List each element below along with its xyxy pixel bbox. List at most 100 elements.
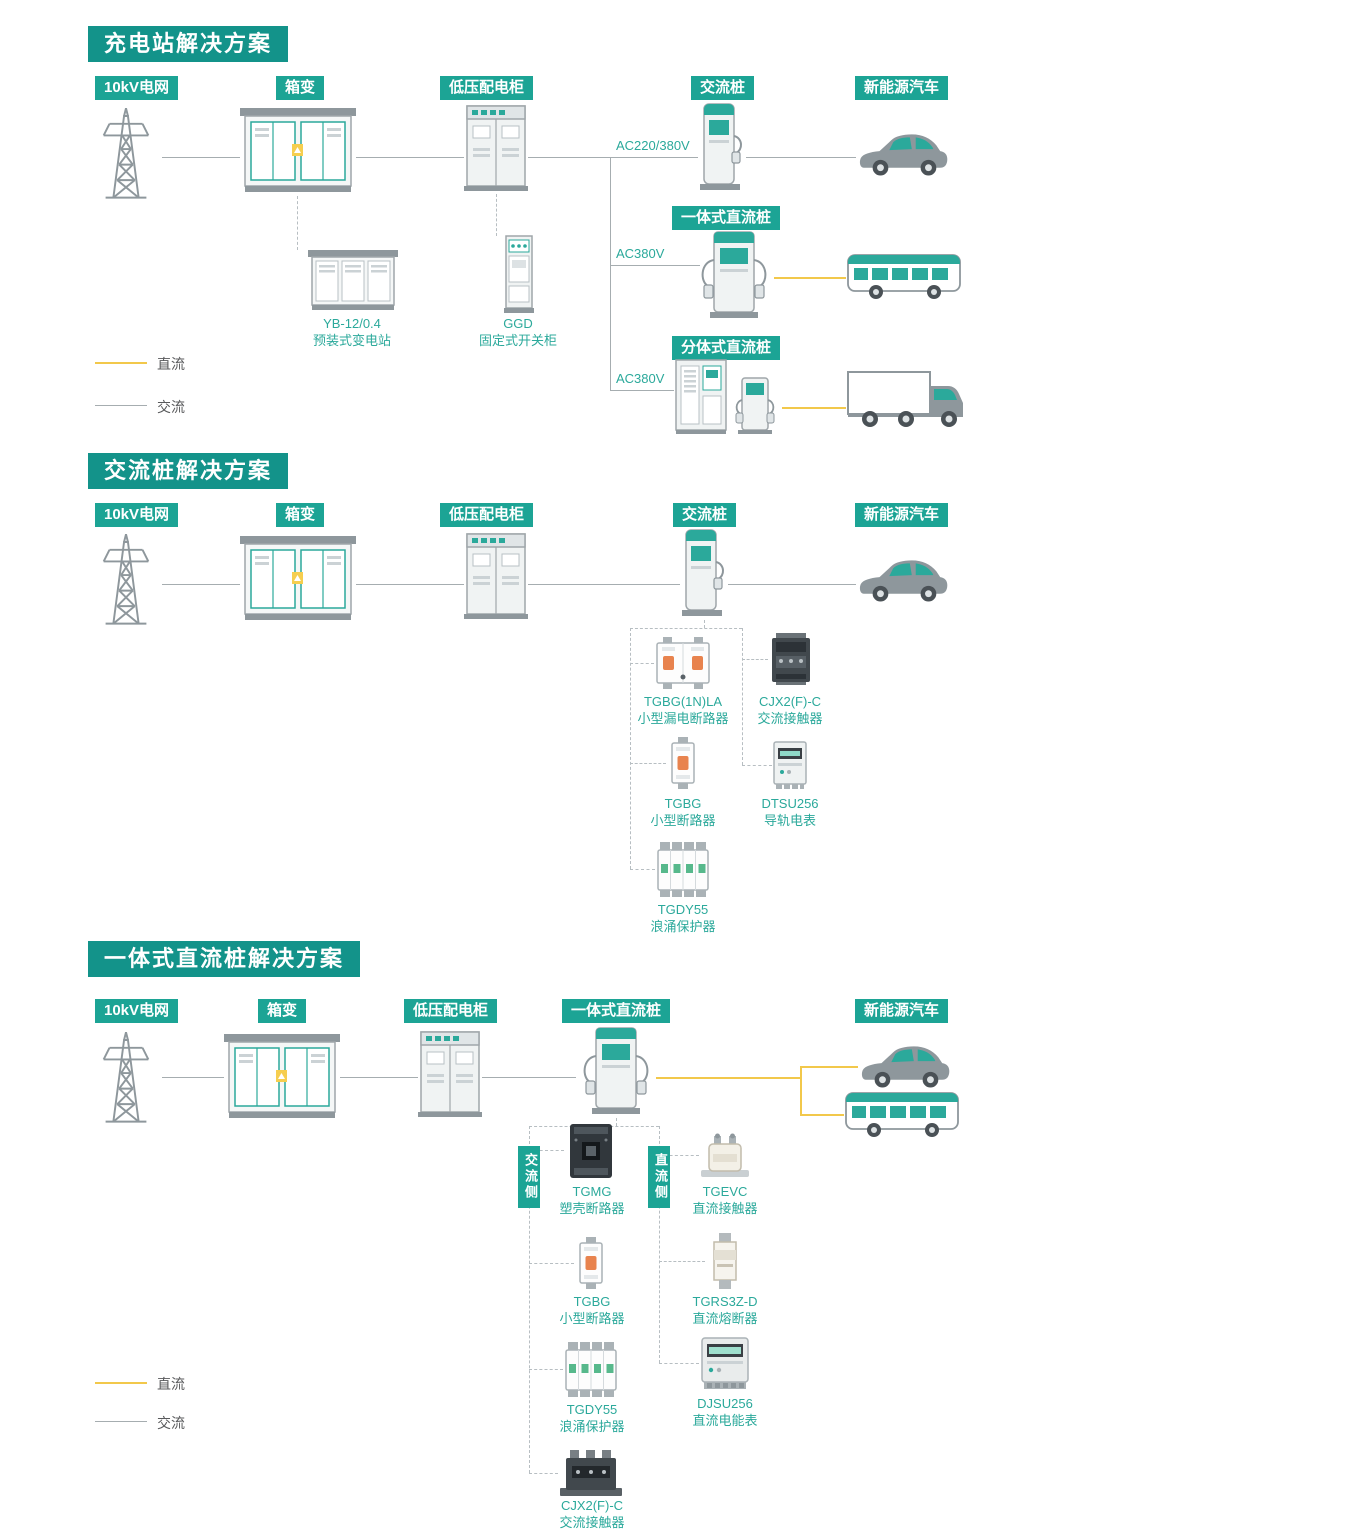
box-transformer-icon [240, 104, 356, 194]
dashed-connector [704, 620, 705, 628]
box-transformer-icon [224, 1030, 340, 1120]
component-name: 导轨电表 [763, 812, 816, 828]
legend-ac-label: 交流 [157, 1415, 185, 1431]
ac-side-label: 交流侧 [518, 1146, 540, 1208]
component-model: TGMG [572, 1184, 612, 1199]
ac-contactor-icon [558, 1448, 624, 1498]
equipment-model: GGD [503, 316, 533, 331]
box-transformer-icon [240, 532, 356, 622]
ac-line [728, 584, 856, 585]
section-title-charging-station: 充电站解决方案 [88, 26, 289, 62]
miniature-breaker-icon [574, 1236, 608, 1290]
ac-charging-pile-icon [698, 102, 746, 194]
legend-dc-line [95, 362, 147, 364]
component-name: 小型断路器 [559, 1310, 625, 1326]
component-name: 浪涌保护器 [650, 918, 716, 934]
component-caption: TGBG 小型断路器 [613, 796, 753, 830]
car-icon [856, 128, 950, 180]
dc-line [800, 1114, 844, 1116]
dc-line [782, 407, 846, 409]
component-model: CJX2(F)-C [560, 1498, 624, 1513]
dashed-connector [496, 194, 497, 236]
component-name: 直流电能表 [692, 1412, 758, 1428]
component-model: TGBG [664, 796, 702, 811]
component-caption: TGBG(1N)LA 小型漏电断路器 [613, 694, 753, 728]
dashed-connector [297, 196, 298, 250]
component-name: 直流熔断器 [692, 1310, 758, 1326]
node-label-lv-cabinet: 低压配电柜 [440, 503, 534, 527]
legend-ac-line [95, 405, 147, 406]
dashed-connector [529, 1263, 574, 1264]
component-model: TGBG [573, 1294, 611, 1309]
ac-line [610, 157, 611, 390]
integrated-dc-pile-icon [694, 230, 774, 322]
component-caption: TGMG 塑壳断路器 [522, 1184, 662, 1218]
legend-ac-line [95, 1421, 147, 1422]
transmission-tower-icon [92, 102, 160, 200]
dashed-connector [742, 659, 768, 660]
legend-dc-label: 直流 [157, 356, 185, 372]
dashed-connector [659, 1261, 705, 1262]
dashed-connector [659, 1126, 660, 1363]
dc-fuse-icon [705, 1232, 745, 1290]
prefab-substation-caption: YB-12/0.4 预装式变电站 [282, 316, 422, 350]
transmission-tower-icon [92, 1026, 160, 1124]
ac-line [528, 584, 680, 585]
ggd-switchgear-caption: GGD 固定式开关柜 [448, 316, 588, 350]
dc-line [774, 277, 846, 279]
prefab-substation-icon [308, 248, 398, 312]
ac-line [340, 1077, 418, 1078]
voltage-label-split-pile: AC380V [616, 371, 665, 386]
component-name: 塑壳断路器 [559, 1200, 625, 1216]
dashed-connector [630, 663, 654, 664]
component-model: CJX2(F)-C [758, 694, 822, 709]
dashed-connector [630, 628, 742, 629]
node-label-dc-pile: 一体式直流桩 [562, 999, 671, 1023]
voltage-label-ac-pile: AC220/380V [616, 138, 690, 153]
ac-charging-pile-icon [680, 528, 728, 620]
node-label-ev: 新能源汽车 [855, 999, 949, 1023]
component-model: TGRS3Z-D [692, 1294, 758, 1309]
surge-protector-icon [655, 840, 711, 898]
legend-ac-label: 交流 [157, 399, 185, 415]
node-label-ev: 新能源汽车 [855, 76, 949, 100]
ggd-switchgear-icon [504, 234, 534, 314]
dashed-connector [529, 1369, 563, 1370]
node-label-grid: 10kV电网 [95, 999, 179, 1023]
lv-distribution-cabinet-icon [464, 104, 528, 192]
node-label-transformer: 箱变 [276, 76, 325, 100]
legend-dc-label: 直流 [157, 1376, 185, 1392]
dashed-connector [616, 1118, 617, 1126]
section-title-ac-pile: 交流桩解决方案 [88, 453, 289, 489]
component-caption: CJX2(F)-C 交流接触器 [522, 1498, 662, 1531]
component-model: TGEVC [702, 1184, 748, 1199]
lv-distribution-cabinet-icon [464, 532, 528, 620]
component-name: 交流接触器 [757, 710, 823, 726]
ac-line [162, 584, 240, 585]
dashed-connector [742, 628, 743, 765]
surge-protector-icon [563, 1340, 619, 1398]
dashed-connector [659, 1155, 699, 1156]
node-label-grid: 10kV电网 [95, 76, 179, 100]
dashed-connector [529, 1126, 530, 1473]
dc-contactor-icon [699, 1132, 751, 1178]
component-caption: DTSU256 导轨电表 [720, 796, 860, 830]
equipment-model: YB-12/0.4 [323, 316, 381, 331]
mccb-icon [564, 1122, 618, 1180]
equipment-name: 预装式变电站 [312, 332, 391, 348]
miniature-breaker-icon [666, 736, 700, 790]
component-model: TGBG(1N)LA [643, 694, 722, 709]
ac-line [162, 157, 240, 158]
dashed-connector [659, 1363, 699, 1364]
leakage-breaker-icon [654, 636, 712, 690]
dashed-connector [742, 765, 772, 766]
node-label-transformer: 箱变 [258, 999, 307, 1023]
car-icon [856, 554, 950, 606]
node-label-grid: 10kV电网 [95, 503, 179, 527]
component-caption: TGRS3Z-D 直流熔断器 [655, 1294, 795, 1328]
component-caption: TGDY55 浪涌保护器 [613, 902, 753, 936]
ac-line [162, 1077, 224, 1078]
ac-line [746, 157, 856, 158]
ac-line [356, 584, 464, 585]
node-label-transformer: 箱变 [276, 503, 325, 527]
